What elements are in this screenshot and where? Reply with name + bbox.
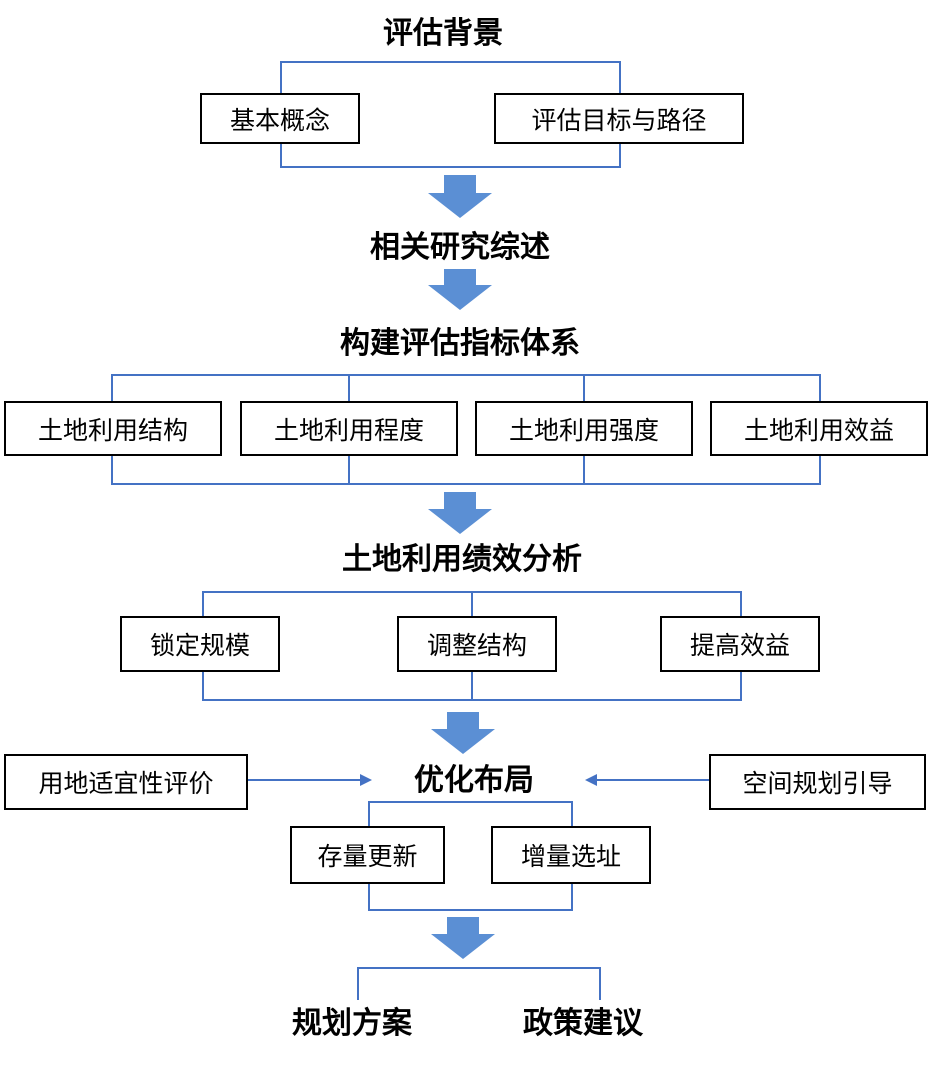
stage-review-title: 相关研究综述 — [370, 230, 550, 265]
stage-plan-title: 规划方案 — [292, 1006, 412, 1041]
down-arrow — [431, 917, 495, 959]
down-arrow — [428, 492, 492, 534]
down-arrow — [428, 175, 492, 218]
box-stock-renewal: 存量更新 — [290, 826, 445, 884]
box-land-use-degree: 土地利用程度 — [240, 401, 458, 456]
stage-policy-title: 政策建议 — [523, 1006, 643, 1041]
down-arrow — [428, 269, 492, 310]
bracket-line — [368, 801, 573, 828]
input-arrowhead — [360, 774, 372, 786]
stage-layout-title: 优化布局 — [414, 763, 534, 798]
box-suitability-evaluation: 用地适宜性评价 — [4, 754, 248, 810]
bracket-line — [280, 61, 621, 100]
box-land-use-intensity: 土地利用强度 — [475, 401, 693, 456]
box-land-use-structure: 土地利用结构 — [4, 401, 222, 456]
bracket-line — [111, 454, 821, 485]
stage-system-title: 构建评估指标体系 — [340, 326, 580, 361]
box-basic-concept: 基本概念 — [200, 93, 360, 144]
box-land-use-benefit: 土地利用效益 — [710, 401, 928, 456]
box-lock-scale: 锁定规模 — [120, 616, 280, 672]
stage-analysis-title: 土地利用绩效分析 — [342, 542, 582, 577]
bracket-line — [111, 374, 821, 404]
stage-background-title: 评估背景 — [383, 16, 503, 51]
box-adjust-structure: 调整结构 — [397, 616, 557, 672]
bracket-line — [368, 882, 573, 911]
box-incremental-siting: 增量选址 — [491, 826, 651, 884]
box-spatial-planning-guidance: 空间规划引导 — [709, 754, 926, 810]
down-arrow — [431, 712, 495, 754]
bracket-line — [357, 967, 601, 1000]
box-goal-path: 评估目标与路径 — [494, 93, 744, 144]
box-improve-benefit: 提高效益 — [660, 616, 820, 672]
bracket-line — [280, 140, 621, 168]
input-arrowhead — [585, 774, 597, 786]
